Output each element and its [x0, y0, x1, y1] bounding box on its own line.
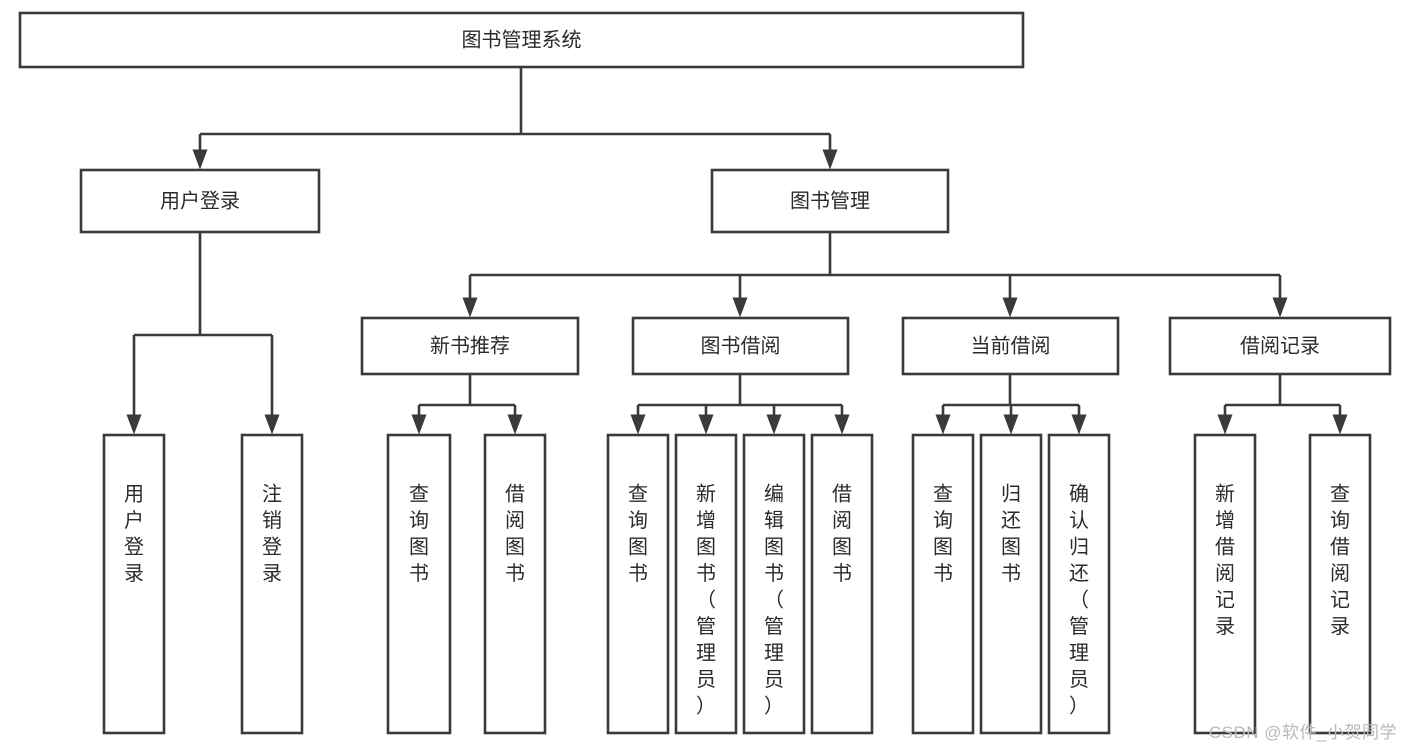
node-leaf-8[interactable]: 查询图书 — [911, 433, 975, 735]
connector-group-current-children — [935, 374, 1087, 435]
arrow-head-icon — [1071, 414, 1087, 435]
node-leaf-9[interactable]: 归还图书 — [979, 433, 1043, 735]
arrow-head-icon — [698, 414, 714, 435]
node-label: 图书借阅 — [701, 334, 781, 357]
node-label: 注销登录 — [262, 482, 282, 585]
nodes-layer: 图书管理系统用户登录图书管理新书推荐图书借阅当前借阅借阅记录用户登录注销登录查询… — [18, 11, 1392, 735]
connector-group-newbook-children — [411, 374, 523, 435]
node-leaf-7[interactable]: 借阅图书 — [810, 433, 874, 735]
arrow-head-icon — [766, 414, 782, 435]
node-level2-2[interactable]: 当前借阅 — [901, 316, 1120, 376]
node-leaf-11[interactable]: 新增借阅记录 — [1193, 433, 1257, 735]
arrow-head-icon — [264, 414, 280, 435]
connector-group-books-children — [462, 232, 1288, 318]
node-leaf-5[interactable]: 新增图书（管理员） — [674, 433, 738, 735]
node-label: 借阅图书 — [832, 482, 852, 585]
node-label: 图书管理 — [790, 189, 870, 212]
node-level1-1[interactable]: 图书管理 — [710, 168, 950, 234]
arrow-head-icon — [1002, 297, 1018, 318]
node-label: 查询图书 — [628, 482, 648, 585]
arrow-head-icon — [822, 149, 838, 170]
node-label: 新增图书（管理员） — [696, 482, 716, 717]
node-label: 借阅图书 — [505, 482, 525, 585]
node-leaf-0[interactable]: 用户登录 — [102, 433, 166, 735]
node-leaf-4[interactable]: 查询图书 — [606, 433, 670, 735]
node-label: 查询图书 — [409, 482, 429, 585]
arrow-head-icon — [935, 414, 951, 435]
arrow-head-icon — [507, 414, 523, 435]
node-root-0[interactable]: 图书管理系统 — [18, 11, 1025, 69]
arrow-head-icon — [462, 297, 478, 318]
node-label: 编辑图书（管理员） — [764, 482, 784, 717]
node-label: 新书推荐 — [430, 334, 510, 357]
arrow-head-icon — [732, 297, 748, 318]
node-label: 图书管理系统 — [462, 28, 582, 51]
node-leaf-12[interactable]: 查询借阅记录 — [1308, 433, 1372, 735]
node-leaf-1[interactable]: 注销登录 — [240, 433, 304, 735]
arrow-head-icon — [630, 414, 646, 435]
arrow-head-icon — [1217, 414, 1233, 435]
arrow-head-icon — [126, 414, 142, 435]
node-label: 用户登录 — [124, 483, 144, 585]
arrow-head-icon — [834, 414, 850, 435]
connector-group-login-children — [126, 232, 280, 435]
node-leaf-2[interactable]: 查询图书 — [386, 433, 452, 735]
node-label: 归还图书 — [1001, 482, 1021, 585]
node-label: 确认归还（管理员） — [1069, 482, 1089, 717]
node-leaf-6[interactable]: 编辑图书（管理员） — [742, 433, 806, 735]
connectors-layer — [126, 67, 1348, 435]
node-leaf-3[interactable]: 借阅图书 — [483, 433, 547, 735]
arrow-head-icon — [1272, 297, 1288, 318]
connector-group-borrow-children — [630, 374, 850, 435]
node-level2-3[interactable]: 借阅记录 — [1168, 316, 1392, 376]
arrow-head-icon — [411, 414, 427, 435]
node-level2-1[interactable]: 图书借阅 — [631, 316, 850, 376]
node-label: 借阅记录 — [1240, 334, 1320, 357]
node-label: 查询图书 — [933, 482, 953, 585]
node-label: 新增借阅记录 — [1215, 482, 1235, 638]
node-level2-0[interactable]: 新书推荐 — [360, 316, 580, 376]
arrow-head-icon — [1003, 414, 1019, 435]
node-level1-0[interactable]: 用户登录 — [79, 168, 321, 234]
connector-group-record-children — [1217, 374, 1348, 435]
node-label: 用户登录 — [160, 189, 240, 212]
arrow-head-icon — [1332, 414, 1348, 435]
arrow-head-icon — [192, 149, 208, 170]
connector-group-root-to-level1 — [192, 67, 838, 170]
node-label: 查询借阅记录 — [1330, 482, 1350, 638]
node-label: 当前借阅 — [971, 334, 1051, 357]
node-leaf-10[interactable]: 确认归还（管理员） — [1047, 433, 1111, 735]
